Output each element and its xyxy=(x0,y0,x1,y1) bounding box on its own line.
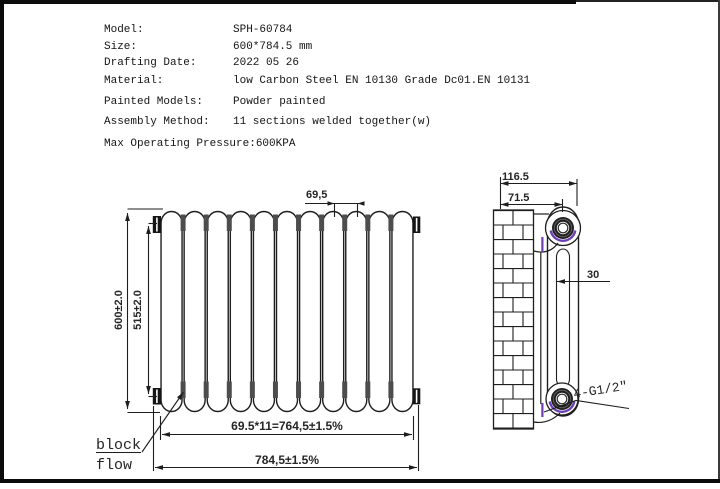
radiator-section xyxy=(206,210,229,413)
thread-leader xyxy=(543,399,630,413)
dim-wall-to-axis xyxy=(500,199,564,212)
frame-border-right xyxy=(718,0,720,483)
section-weld-gap xyxy=(249,381,255,398)
section-weld-gap xyxy=(388,381,394,398)
leader-note-line2: flow xyxy=(96,457,132,474)
section-weld-gap xyxy=(180,381,186,398)
frame-border-top xyxy=(0,0,576,4)
end-cap-slit xyxy=(156,217,158,232)
spec-label: Model: xyxy=(104,24,144,36)
spec-value: low Carbon Steel EN 10130 Grade Dc01.EN … xyxy=(233,75,531,87)
radiator-section xyxy=(252,210,276,413)
dim-sections-total xyxy=(159,416,415,440)
section-weld-gap xyxy=(272,214,278,231)
end-cap-slit xyxy=(415,389,418,403)
spec-value: 600KPA xyxy=(255,138,296,150)
spec-label: Material: xyxy=(104,75,164,87)
spec-value: SPH-60784 xyxy=(233,24,293,36)
dim-height-inner-label: 515±2.0 xyxy=(132,290,144,330)
dim-sections-total-label: 69.5*11=764,5±1.5% xyxy=(231,419,343,433)
radiator-section xyxy=(321,210,345,413)
spec-row: Drafting Date: 2022 05 26 xyxy=(104,57,299,69)
spec-row: Painted Models: Powder painted xyxy=(104,96,325,108)
dim-height-outer xyxy=(125,208,163,414)
end-cap-slit xyxy=(415,218,418,232)
spec-value: 600*784.5 mm xyxy=(233,41,313,53)
section-weld-gap xyxy=(296,214,302,231)
radiator-section xyxy=(298,210,322,413)
section-weld-gap xyxy=(203,214,209,231)
frame-border-bottom xyxy=(0,479,720,483)
thread-label: 4-G1/2″ xyxy=(572,379,628,402)
radiator-section xyxy=(391,210,414,413)
frame-border-top-right xyxy=(576,0,720,2)
wall-section xyxy=(492,209,535,430)
radiator-section xyxy=(345,210,368,413)
spec-label: Assembly Method: xyxy=(104,116,210,128)
spec-label: Drafting Date: xyxy=(104,57,197,69)
radiator-section xyxy=(183,210,206,413)
spec-row: Max Operating Pressure:600KPA xyxy=(104,138,295,150)
section-weld-gap xyxy=(180,214,186,231)
radiator-section xyxy=(368,210,391,413)
spec-row: Assembly Method: 11 sections welded toget… xyxy=(104,116,431,128)
spec-row: Model: SPH-60784 xyxy=(104,24,292,36)
dim-wall-to-axis-label: 71.5 xyxy=(508,192,529,204)
section-weld-gap xyxy=(365,214,371,231)
section-weld-gap xyxy=(272,381,278,398)
spec-label: Size: xyxy=(104,41,138,53)
radiator-front-sections xyxy=(152,210,421,413)
leader-block-flow xyxy=(96,391,184,454)
spec-row: Material: low Carbon Steel EN 10130 Grade… xyxy=(104,75,530,87)
spec-label: Max Operating Pressure: xyxy=(104,138,256,150)
dim-tube-depth-label: 30 xyxy=(587,269,599,281)
section-weld-gap xyxy=(342,381,348,398)
spec-value: Powder painted xyxy=(233,96,326,108)
radiator-section xyxy=(160,210,183,413)
section-weld-gap xyxy=(388,214,394,231)
spec-row: Size: 600*784.5 mm xyxy=(104,41,312,53)
spec-value: 2022 05 26 xyxy=(233,57,300,69)
section-weld-gap xyxy=(342,214,348,231)
top-bracket-fitting xyxy=(533,209,582,253)
section-weld-gap xyxy=(203,381,209,398)
radiator-section xyxy=(229,210,253,413)
dim-section-width-label: 69,5 xyxy=(306,189,327,201)
radiator-section xyxy=(275,210,299,413)
bottom-bracket-fitting xyxy=(533,382,579,424)
spec-value: 11 sections welded together(w) xyxy=(233,116,432,128)
spec-label: Painted Models: xyxy=(104,96,204,108)
dim-overall-width xyxy=(152,405,420,471)
section-weld-gap xyxy=(296,381,302,398)
dim-overall-width-label: 784,5±1.5% xyxy=(255,453,319,467)
section-weld-gap xyxy=(226,214,232,231)
section-weld-gap xyxy=(319,214,325,231)
section-weld-gap xyxy=(249,214,255,231)
frame-border-left xyxy=(0,0,4,483)
dim-height-outer-label: 600±2.0 xyxy=(113,290,125,330)
dim-section-width xyxy=(305,201,365,217)
section-weld-gap xyxy=(365,381,371,398)
section-weld-gap xyxy=(226,381,232,398)
dim-height-inner xyxy=(146,222,157,398)
section-weld-gap xyxy=(319,381,325,398)
dim-overall-depth-label: 116.5 xyxy=(502,171,529,183)
leader-note-line1: block xyxy=(96,437,141,454)
